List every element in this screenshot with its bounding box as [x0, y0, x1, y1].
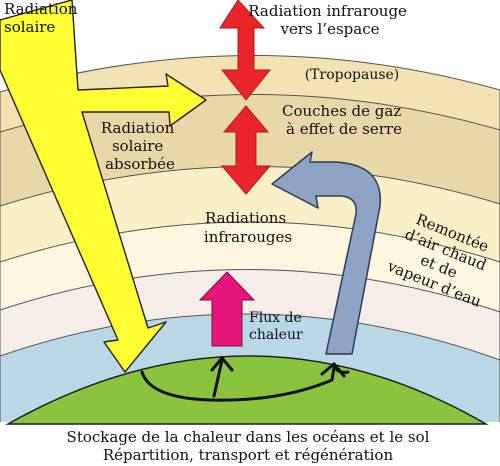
caption-line-2: Répartition, transport et régénération: [103, 446, 394, 464]
label-infrared-to-space: Radiation infrarouge vers l’espace: [248, 2, 411, 38]
heat-redistribution-arrows: [140, 355, 350, 402]
label-greenhouse-layers: Couches de gaz à effet de serre: [282, 102, 406, 138]
label-tropopause: (Tropopause): [305, 67, 400, 83]
label-heat-flux: Flux de chaleur: [249, 310, 306, 343]
earth-surface: [5, 355, 489, 425]
heat-flux-arrow: [198, 271, 256, 347]
warm-air-convection-arrow: [271, 151, 382, 355]
label-absorbed-solar: Radiation solaire absorbée: [101, 119, 179, 173]
infrared-to-space-arrow: [219, 0, 272, 101]
caption-line-1: Stockage de la chaleur dans les océans e…: [67, 428, 430, 446]
infrared-down-arrow: [220, 105, 272, 195]
label-solar-radiation: Radiation solaire: [4, 0, 82, 36]
label-infrared-radiations: Radiations infrarouges: [204, 209, 292, 246]
solar-radiation-arrow: [0, 0, 207, 373]
